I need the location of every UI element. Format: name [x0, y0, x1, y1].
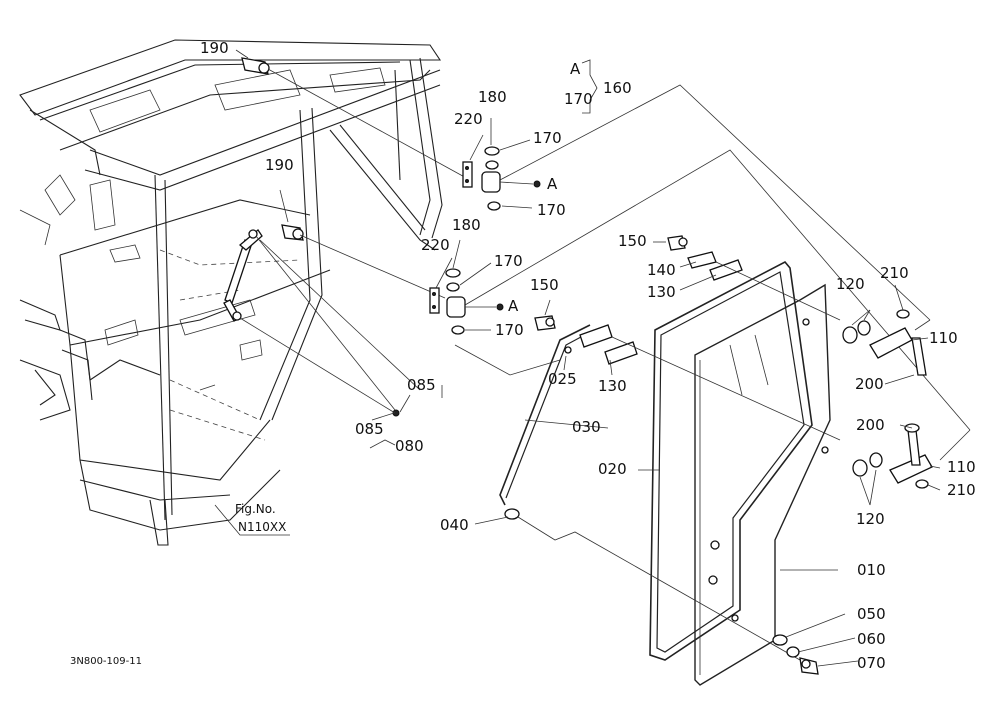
latch-parts: [534, 235, 841, 441]
callout-130: 130: [647, 283, 676, 301]
callout-010: 010: [857, 561, 886, 579]
callout-170: 170: [564, 90, 593, 108]
callout-190: 190: [265, 156, 294, 174]
callout-a: A: [570, 60, 581, 78]
bolt-190: [241, 57, 471, 299]
callout-180: 180: [452, 216, 481, 234]
callout-150: 150: [530, 276, 559, 294]
callout-080: 080: [395, 437, 424, 455]
callout-210: 210: [947, 481, 976, 499]
bolt-stack: [772, 634, 819, 675]
callout-210: 210: [880, 264, 909, 282]
cab-frame: [19, 39, 443, 546]
callout-200: 200: [855, 375, 884, 393]
callout-leaders: [214, 49, 941, 667]
door-seal-020: [649, 260, 813, 661]
callout-200: 200: [856, 416, 885, 434]
callout-170: 170: [537, 201, 566, 219]
lower-hinge: [429, 268, 504, 335]
callout-085: 085: [407, 376, 436, 394]
callout-140: 140: [647, 261, 676, 279]
callout-120: 120: [836, 275, 865, 293]
callout-070: 070: [857, 654, 886, 672]
callout-040: 040: [440, 516, 469, 534]
callout-180: 180: [478, 88, 507, 106]
callout-025: 025: [548, 370, 577, 388]
callout-020: 020: [598, 460, 627, 478]
upper-hinge: [462, 146, 541, 211]
callout-220: 220: [454, 110, 483, 128]
callout-130: 130: [598, 377, 627, 395]
callout-a: A: [508, 297, 519, 315]
callout-a: A: [547, 175, 558, 193]
callout-170: 170: [495, 321, 524, 339]
callout-030: 030: [572, 418, 601, 436]
callout-220: 220: [421, 236, 450, 254]
callout-150: 150: [618, 232, 647, 250]
callout-050: 050: [857, 605, 886, 623]
callout-190: 190: [200, 39, 229, 57]
callout-160: 160: [603, 79, 632, 97]
handle-bar-030: [499, 324, 801, 661]
hardware-right: [842, 309, 933, 489]
gas-strut-assembly: [223, 229, 421, 417]
callout-120: 120: [856, 510, 885, 528]
callout-110: 110: [947, 458, 976, 476]
callout-060: 060: [857, 630, 886, 648]
door-glass-010: [694, 283, 831, 686]
callout-170: 170: [533, 129, 562, 147]
callout-170: 170: [494, 252, 523, 270]
drawing-id: 3N800-109-11: [70, 656, 142, 667]
figure-label: Fig.No.: [235, 502, 276, 516]
figure-number: N110XX: [238, 520, 287, 534]
callout-110: 110: [929, 329, 958, 347]
callout-085: 085: [355, 420, 384, 438]
